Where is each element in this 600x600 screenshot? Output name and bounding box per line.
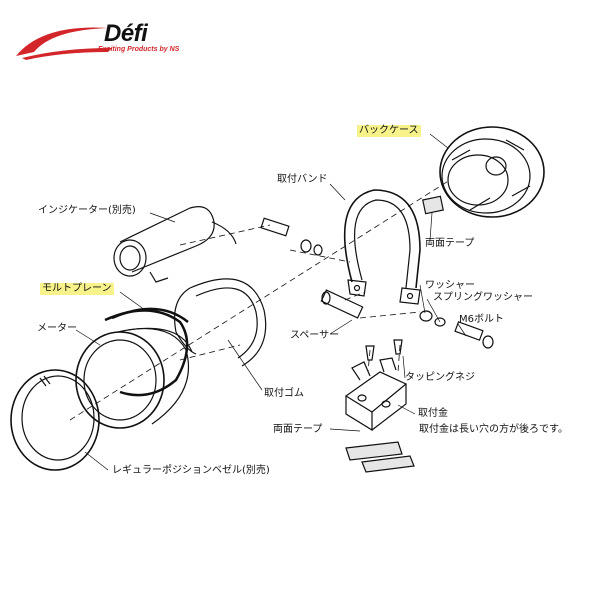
band-bolt-left <box>260 217 323 256</box>
label-molt-prene: モルトプレーン <box>40 283 114 295</box>
label-mounting-bracket: 取付金 <box>418 408 448 419</box>
spacer-part <box>320 289 364 319</box>
meter-part <box>75 327 193 429</box>
m6-bolt-part <box>454 321 494 349</box>
mounting-bracket-part <box>344 357 408 432</box>
leader-lines <box>75 133 467 471</box>
brand-logo <box>12 18 222 66</box>
label-m6-bolt: M6ボルト <box>459 314 504 325</box>
label-mounting-rubber: 取付ゴム <box>264 388 304 399</box>
double-sided-tape-top-part <box>422 195 444 215</box>
label-spring-washer: スプリングワッシャー <box>433 292 533 303</box>
label-washer: ワッシャー <box>425 280 475 291</box>
double-sided-tape-bottom-part <box>345 441 415 473</box>
label-bracket-note: 取付金は長い穴の方が後ろです。 <box>419 424 568 435</box>
label-double-sided-tape-bottom: 両面テープ <box>273 424 323 435</box>
label-spacer: スペーサー <box>290 330 340 341</box>
tapping-screw-part <box>365 339 403 361</box>
brand-name: Défi <box>104 20 148 47</box>
label-meter: メーター <box>37 323 77 334</box>
mounting-rubber-part <box>174 278 267 367</box>
label-back-case: バックケース <box>357 125 421 137</box>
regular-bezel-part <box>10 369 100 471</box>
label-indicator: インジケーター(別売) <box>38 205 136 216</box>
swoosh-logo-icon <box>16 27 112 60</box>
label-tapping-screw: タッピングネジ <box>405 372 475 383</box>
label-double-sided-tape-top: 両面テープ <box>425 238 475 249</box>
washer-part <box>419 310 446 327</box>
brand-tagline: Exciting Products by NS <box>98 46 180 53</box>
molt-prene-part <box>104 307 189 397</box>
label-regular-bezel: レギュラーポジションベゼル(別売) <box>112 465 270 476</box>
back-case-part <box>439 126 545 218</box>
indicator-part <box>113 206 237 283</box>
mounting-band-part <box>343 189 421 305</box>
label-mounting-band: 取付バンド <box>277 174 328 185</box>
